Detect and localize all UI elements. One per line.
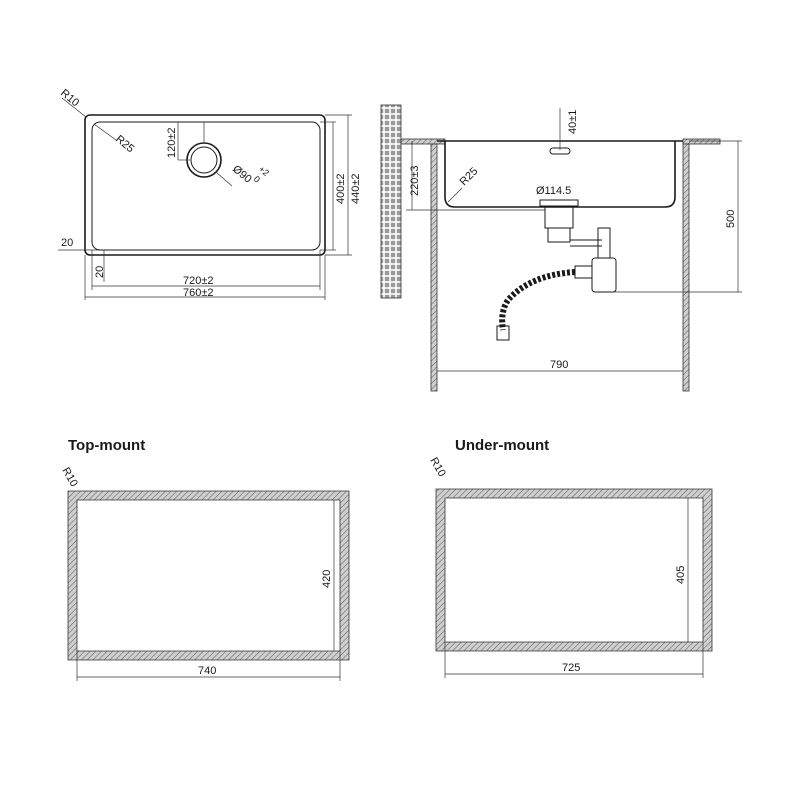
drain-dia-leader xyxy=(215,171,233,187)
side-view: 40±1 220±3 R25 Ø114.5 500 790 xyxy=(380,104,742,392)
top-mount-title: Top-mount xyxy=(68,437,145,454)
flexible-hose xyxy=(499,269,576,331)
top-mount-frame xyxy=(67,490,350,661)
side-corner-label: R25 xyxy=(458,165,481,188)
rim-left-label: 20 xyxy=(61,237,73,249)
under-mount-title: Under-mount xyxy=(455,437,549,454)
top-mount-height-label: 420 xyxy=(321,570,333,588)
under-mount-cutout: Under-mount R10 405 725 xyxy=(427,437,713,678)
top-mount-cutout: Top-mount R10 420 740 xyxy=(59,437,350,681)
trap-outlet xyxy=(574,265,593,279)
waste-flange xyxy=(539,199,579,207)
drain-outer-ring xyxy=(186,142,222,178)
outer-width-label: 760±2 xyxy=(183,287,214,299)
drain-tol-minus: 0 xyxy=(252,174,262,185)
top-corner-outer-label: R10 xyxy=(58,87,81,109)
top-mount-width-label: 740 xyxy=(198,665,216,677)
waste-nut xyxy=(547,227,571,243)
cabinet-width-label: 790 xyxy=(550,359,568,371)
sink-outer-rim xyxy=(84,114,326,256)
inner-width-label: 720±2 xyxy=(183,275,214,287)
side-corner-leader xyxy=(447,187,463,203)
under-mount-width-label: 725 xyxy=(562,662,580,674)
r10-leader xyxy=(61,97,87,118)
cabinet-height-label: 500 xyxy=(725,210,737,228)
top-mount-corner-label: R10 xyxy=(59,466,79,489)
drain-offset-label: 120±2 xyxy=(166,127,178,158)
cabinet-wall-right xyxy=(682,143,690,392)
under-mount-frame xyxy=(435,488,713,652)
hose-end xyxy=(496,325,510,341)
trap-body xyxy=(591,257,617,293)
cabinet-wall-left xyxy=(430,143,438,392)
outer-height-label: 440±2 xyxy=(350,173,362,204)
drain-dia-label: Ø90 xyxy=(230,163,254,186)
inner-height-label: 400±2 xyxy=(335,173,347,204)
countertop-right xyxy=(682,138,721,145)
r25-leader xyxy=(93,123,117,141)
under-mount-corner-label: R10 xyxy=(427,456,447,479)
waste-dia-label: Ø114.5 xyxy=(536,185,571,197)
trap-upper xyxy=(597,227,611,259)
sink-bowl-section xyxy=(444,141,676,208)
overflow-label: 40±1 xyxy=(567,110,579,134)
depth-label: 220±3 xyxy=(409,165,421,196)
top-corner-inner-label: R25 xyxy=(113,133,136,155)
rim-bottom-label: 20 xyxy=(94,266,106,278)
under-mount-height-label: 405 xyxy=(675,566,687,584)
top-view: R10 R25 120±2 Ø90 +2 0 400±2 440±2 20 20… xyxy=(58,87,362,300)
waste-body xyxy=(544,205,574,229)
drain-inner-ring xyxy=(190,146,218,174)
wall-tiles xyxy=(380,104,402,299)
sink-inner-bowl xyxy=(91,121,321,251)
